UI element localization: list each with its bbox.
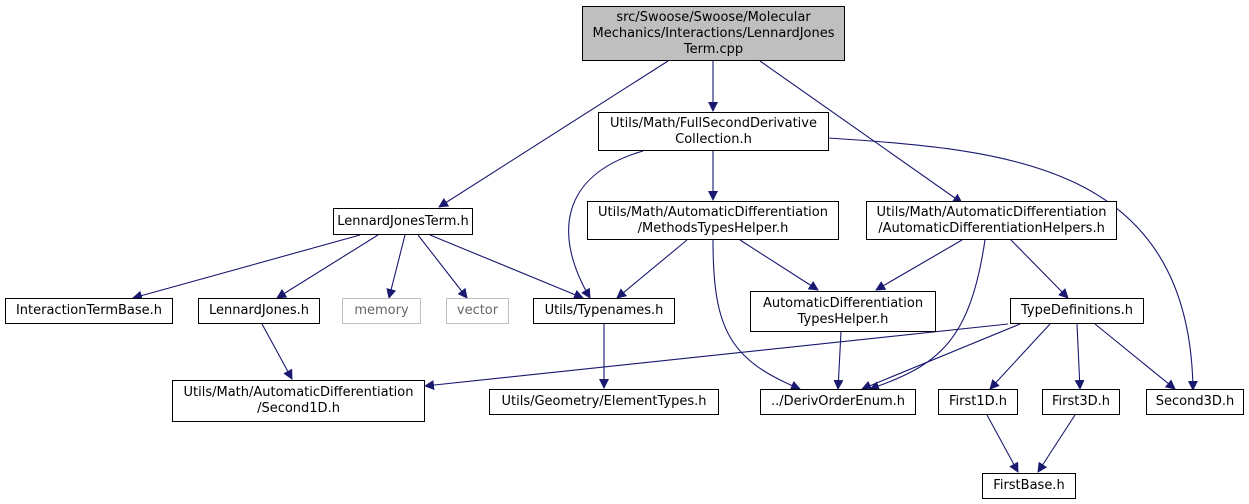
node-typenames[interactable]: Utils/Typenames.h <box>533 298 675 324</box>
edge-lj-second1d <box>261 323 293 380</box>
node-first1d-label: First1D.h <box>948 394 1007 409</box>
node-second3d-label: Second3D.h <box>1155 394 1235 409</box>
edge-first3d-firstbase <box>1037 414 1076 473</box>
node-first3d-label: First3D.h <box>1051 394 1110 409</box>
node-full-second-derivative-collection[interactable]: Utils/Math/FullSecondDerivative Collecti… <box>598 112 829 151</box>
node-root-line-3: Term.cpp <box>683 41 744 57</box>
edge-ljterm-memory <box>386 234 406 299</box>
node-vector-label: vector <box>456 303 499 318</box>
node-fsdc-line-1: Utils/Math/FullSecondDerivative <box>610 115 817 131</box>
node-automatic-differentiation-types-helper[interactable]: AutomaticDifferentiation TypesHelper.h <box>750 291 936 332</box>
edge-adth-derivorder <box>833 331 844 390</box>
edge-ljterm-itb <box>132 234 361 301</box>
edge-typedefs-second3d <box>1094 323 1176 390</box>
node-first3d[interactable]: First3D.h <box>1042 389 1120 415</box>
node-second1d[interactable]: Utils/Math/AutomaticDifferentiation /Sec… <box>172 380 425 422</box>
edge-mth-typenames <box>616 239 688 299</box>
node-lj-label: LennardJones.h <box>209 303 309 318</box>
edge-root-ljterm <box>438 60 669 208</box>
node-root-file[interactable]: src/Swoose/Swoose/Molecular Mechanics/In… <box>582 6 845 61</box>
edge-typedefs-derivorder <box>861 323 1021 391</box>
edge-mth-derivorder <box>712 239 801 391</box>
node-interaction-term-base[interactable]: InteractionTermBase.h <box>5 298 173 324</box>
edge-adh-typedefs <box>1010 239 1069 299</box>
node-root-line-1: src/Swoose/Swoose/Molecular <box>616 9 811 25</box>
node-automatic-differentiation-helpers[interactable]: Utils/Math/AutomaticDifferentiation /Aut… <box>866 201 1117 240</box>
edge-typedefs-second1d <box>424 323 1009 391</box>
edge-ljterm-vector <box>417 234 468 299</box>
node-first1d[interactable]: First1D.h <box>938 389 1018 415</box>
node-typedefs-label: TypeDefinitions.h <box>1021 303 1133 318</box>
node-lennard-jones[interactable]: LennardJones.h <box>198 298 320 324</box>
node-elemtypes-label: Utils/Geometry/ElementTypes.h <box>501 394 707 409</box>
node-fsdc-line-2: Collection.h <box>675 131 752 147</box>
edge-typedefs-first1d <box>989 323 1051 390</box>
node-element-types[interactable]: Utils/Geometry/ElementTypes.h <box>489 389 719 415</box>
node-derivorder-label: ../DerivOrderEnum.h <box>771 394 905 409</box>
node-second1d-line-1: Utils/Math/AutomaticDifferentiation <box>183 385 414 400</box>
edge-first1d-firstbase <box>986 414 1019 473</box>
node-type-definitions[interactable]: TypeDefinitions.h <box>1010 298 1144 324</box>
node-memory[interactable]: memory <box>342 298 421 324</box>
node-adh-line-2: /AutomaticDifferentiationHelpers.h <box>878 220 1105 236</box>
node-typenames-label: Utils/Typenames.h <box>544 303 664 318</box>
edge-fsdc-second3d <box>828 137 1198 391</box>
node-root-line-2: Mechanics/Interactions/LennardJones <box>592 25 835 41</box>
node-ljterm-label: LennardJonesTerm.h <box>337 213 469 229</box>
node-methods-types-helper[interactable]: Utils/Math/AutomaticDifferentiation /Met… <box>587 201 839 240</box>
edge-adh-adth <box>875 239 963 291</box>
node-itb-label: InteractionTermBase.h <box>15 303 163 318</box>
edge-ljterm-typenames <box>429 234 584 300</box>
node-vector[interactable]: vector <box>446 298 509 324</box>
edge-adh-derivorder <box>869 239 986 391</box>
edge-fsdc-typenames <box>568 150 644 299</box>
node-adth-line-1: AutomaticDifferentiation <box>762 295 924 311</box>
node-lennard-jones-term[interactable]: LennardJonesTerm.h <box>333 208 473 235</box>
node-adth-line-2: TypesHelper.h <box>797 311 889 327</box>
node-second3d[interactable]: Second3D.h <box>1146 389 1244 415</box>
node-first-base[interactable]: FirstBase.h <box>982 473 1076 499</box>
edge-typedefs-first3d <box>1074 323 1085 390</box>
node-firstbase-label: FirstBase.h <box>993 478 1065 493</box>
edge-mth-adth <box>739 239 819 291</box>
node-mth-line-1: Utils/Math/AutomaticDifferentiation <box>597 204 828 220</box>
edge-ljterm-lj <box>276 234 379 299</box>
node-deriv-order-enum[interactable]: ../DerivOrderEnum.h <box>760 389 916 415</box>
node-mth-line-2: /MethodsTypesHelper.h <box>637 220 789 236</box>
node-memory-label: memory <box>354 303 409 318</box>
node-adh-line-1: Utils/Math/AutomaticDifferentiation <box>876 204 1107 220</box>
node-second1d-line-2: /Second1D.h <box>257 401 340 416</box>
edge-root-adh <box>759 60 963 204</box>
